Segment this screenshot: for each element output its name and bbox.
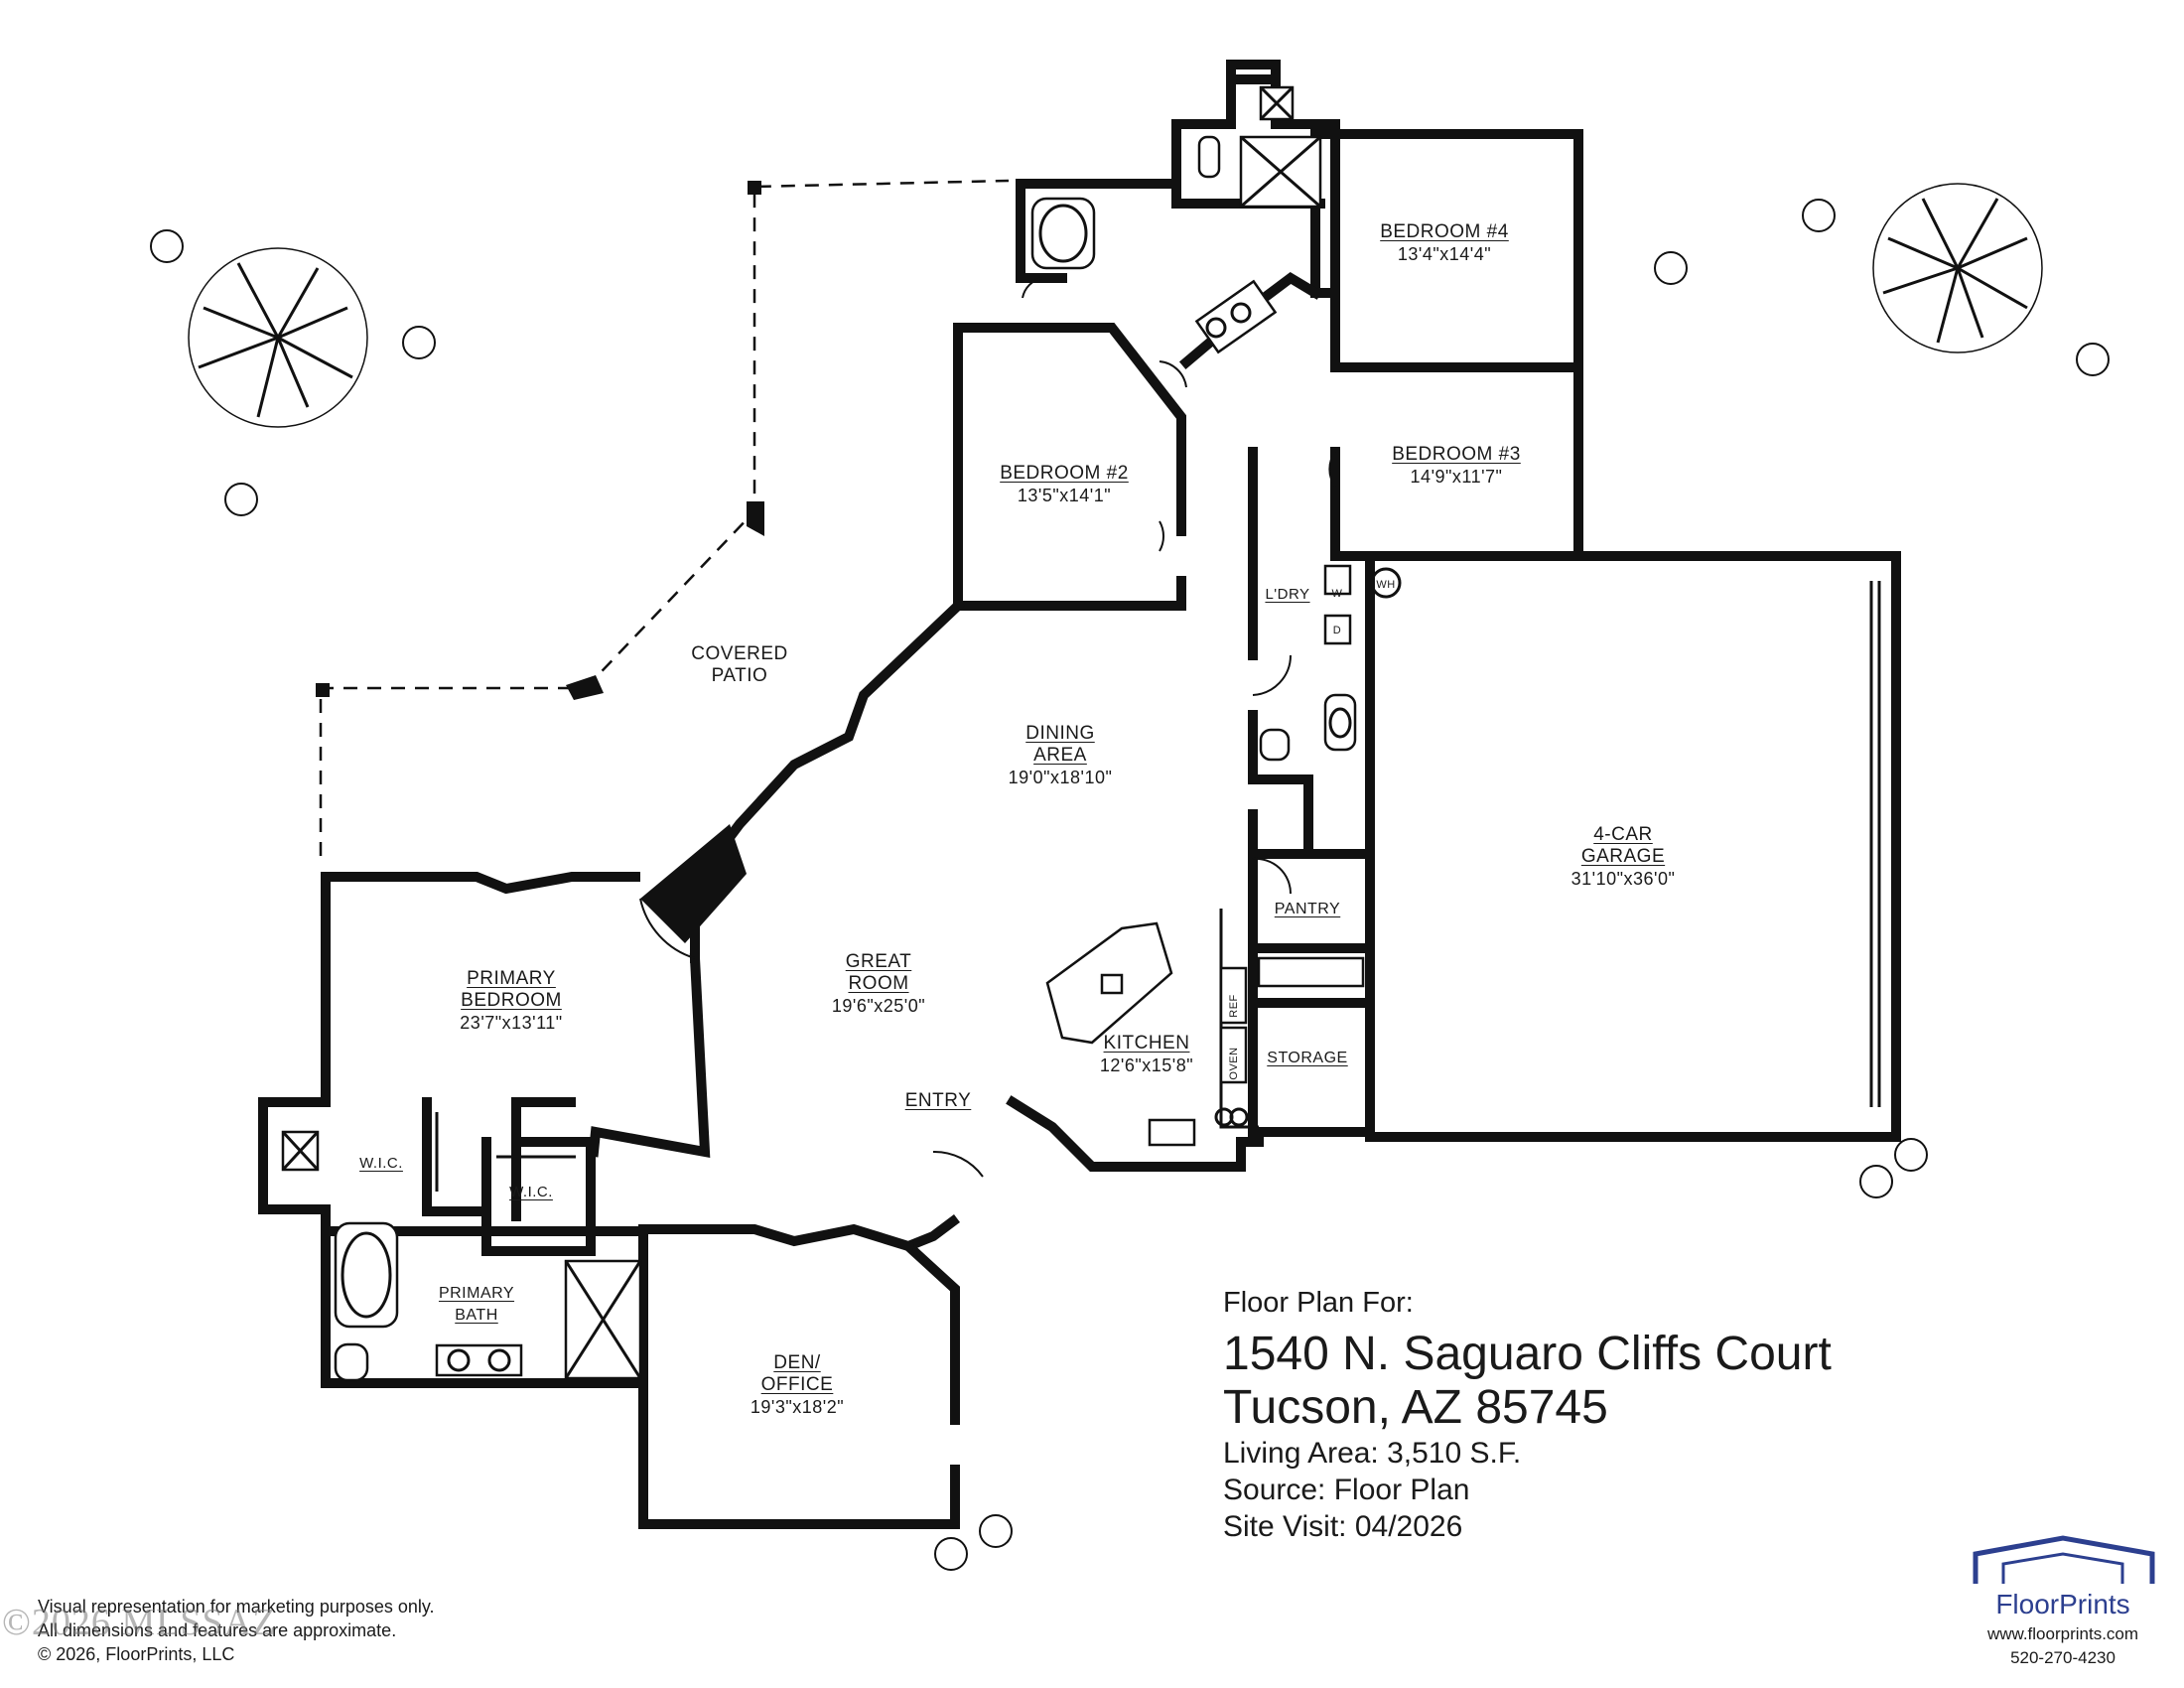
covered-patio-outline xyxy=(316,179,1010,856)
bedroom-3-dims: 14'9"x11'7" xyxy=(1410,467,1503,487)
primary-bath-name: PRIMARY BATH xyxy=(438,1285,515,1324)
garage-dims: 31'10"x36'0" xyxy=(1570,869,1676,889)
bedroom-2-name: BEDROOM #2 xyxy=(1000,463,1129,484)
laundry-label: L'DRY xyxy=(1265,584,1309,606)
wic-left-name: W.I.C. xyxy=(359,1155,403,1172)
property-info: Floor Plan For: 1540 N. Saguaro Cliffs C… xyxy=(1223,1287,1832,1545)
primary-bedroom-dims: 23'7"x13'11" xyxy=(460,1013,563,1033)
entry-label: ENTRY xyxy=(905,1090,972,1112)
brand-site[interactable]: www.floorprints.com xyxy=(1986,1624,2139,1643)
floorprints-logo xyxy=(1973,1535,2155,1584)
disclaimer-line-1: Visual representation for marketing purp… xyxy=(38,1597,435,1617)
storage-name: STORAGE xyxy=(1267,1050,1348,1066)
dining-area-label: DINING AREA 19'0"x18'10" xyxy=(1009,723,1113,788)
disclaimer-line-3: © 2026, FloorPrints, LLC xyxy=(38,1644,235,1664)
bedroom-4-label: BEDROOM #4 13'4"x14'4" xyxy=(1380,221,1509,265)
wic-right-label: W.I.C. xyxy=(509,1182,553,1203)
brand-block: FloorPrints www.floorprints.com 520-270-… xyxy=(1964,1531,2162,1668)
bedroom-2-label: BEDROOM #2 13'5"x14'1" xyxy=(1000,463,1129,506)
primary-bedroom-name: PRIMARY BEDROOM xyxy=(461,968,562,1011)
disclaimer: Visual representation for marketing purp… xyxy=(38,1595,435,1666)
refrigerator-label: REF xyxy=(1228,994,1240,1018)
wic-left-label: W.I.C. xyxy=(359,1153,403,1175)
washer-label: W xyxy=(1331,588,1343,600)
den-office-label: DEN/ OFFICE 19'3"x18'2" xyxy=(751,1352,844,1418)
storage-label: STORAGE xyxy=(1267,1048,1347,1069)
source: Source: Floor Plan xyxy=(1223,1474,1470,1506)
entry-name: ENTRY xyxy=(904,1090,972,1111)
wic-right-name: W.I.C. xyxy=(509,1184,553,1200)
kitchen-label: KITCHEN 12'6"x15'8" xyxy=(1100,1033,1193,1076)
interior-details xyxy=(281,85,1881,1382)
bedroom-3-label: BEDROOM #3 14'9"x11'7" xyxy=(1392,444,1521,488)
bedroom-3-name: BEDROOM #3 xyxy=(1392,444,1521,465)
kitchen-name: KITCHEN xyxy=(1103,1033,1190,1054)
watermark: ©2026 MLSSAZ xyxy=(2,1602,277,1643)
garage-label: 4-CAR GARAGE 31'10"x36'0" xyxy=(1571,824,1676,890)
brand-name: FloorPrints xyxy=(1995,1589,2130,1619)
large-tree-left xyxy=(188,247,368,428)
great-room-dims: 19'6"x25'0" xyxy=(831,996,926,1016)
pantry-name: PANTRY xyxy=(1274,901,1341,917)
exterior-walls xyxy=(258,60,1901,1529)
site-visit: Site Visit: 04/2026 xyxy=(1223,1510,1463,1543)
large-tree-right xyxy=(1872,183,2043,353)
primary-bedroom-label: PRIMARY BEDROOM 23'7"x13'11" xyxy=(460,968,562,1034)
address-line-2: Tucson, AZ 85745 xyxy=(1223,1381,1608,1434)
den-office-name: DEN/ OFFICE xyxy=(760,1352,834,1395)
oven-label: OVEN xyxy=(1228,1047,1240,1080)
kitchen-dims: 12'6"x15'8" xyxy=(1099,1055,1194,1075)
laundry-name: L'DRY xyxy=(1265,586,1310,603)
door-swings xyxy=(932,277,1336,1178)
address-line-1: 1540 N. Saguaro Cliffs Court xyxy=(1223,1328,1832,1380)
info-lead: Floor Plan For: xyxy=(1223,1287,1414,1319)
brand-phone: 520-270-4230 xyxy=(2010,1648,2116,1667)
shrubs xyxy=(150,199,2110,1571)
primary-bath-label: PRIMARY BATH xyxy=(439,1283,514,1327)
garage-name: 4-CAR GARAGE xyxy=(1580,824,1666,867)
covered-patio-name: COVERED PATIO xyxy=(691,643,788,686)
covered-patio-label: COVERED PATIO xyxy=(691,643,787,687)
dryer-label: D xyxy=(1332,625,1342,636)
great-room-name: GREAT ROOM xyxy=(845,951,912,994)
pantry-label: PANTRY xyxy=(1275,899,1340,920)
disclaimer-line-2: All dimensions and features are approxim… xyxy=(38,1620,397,1640)
landscape-trees xyxy=(150,183,2110,1571)
den-office-dims: 19'3"x18'2" xyxy=(750,1397,845,1417)
dining-area-dims: 19'0"x18'10" xyxy=(1008,768,1113,787)
bedroom-4-dims: 13'4"x14'4" xyxy=(1397,244,1492,264)
dining-area-name: DINING AREA xyxy=(1025,723,1095,766)
living-area: Living Area: 3,510 S.F. xyxy=(1223,1437,1522,1470)
bedroom-2-dims: 13'5"x14'1" xyxy=(1017,486,1112,505)
great-room-label: GREAT ROOM 19'6"x25'0" xyxy=(832,951,925,1017)
water-heater-label: WH xyxy=(1376,579,1396,591)
bedroom-4-name: BEDROOM #4 xyxy=(1380,221,1509,242)
